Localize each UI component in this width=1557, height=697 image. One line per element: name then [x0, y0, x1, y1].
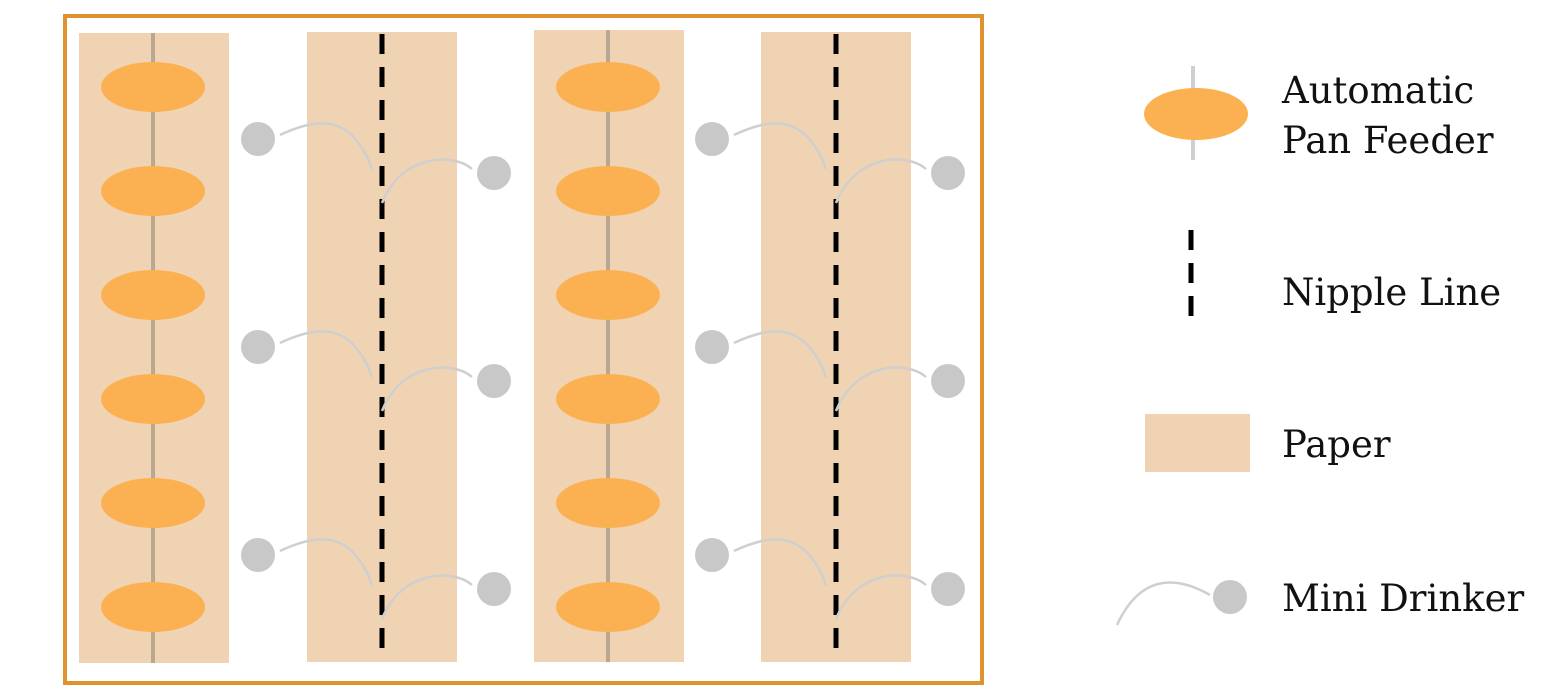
legend-item-mini-drinker: Mini Drinker [1115, 577, 1524, 626]
mini-drinker-icon [1115, 580, 1247, 626]
mini-drinker [931, 572, 965, 606]
drinker-hose [834, 574, 927, 620]
drinker-hose [834, 158, 927, 204]
mini-drinker [241, 538, 275, 572]
feeder-icon [1144, 66, 1248, 160]
mini-drinker [695, 122, 729, 156]
pan-feeder [556, 478, 660, 528]
legend-label-feeder-line2: Pan Feeder [1282, 119, 1494, 162]
mini-drinker [477, 364, 511, 398]
pan-feeder [101, 62, 205, 112]
legend-item-paper: Paper [1145, 414, 1391, 472]
pan-feeder [101, 582, 205, 632]
legend-label-paper: Paper [1282, 423, 1391, 466]
drinker-hose [834, 366, 927, 412]
drinker-hose [733, 330, 828, 378]
drinker-hose [733, 122, 828, 170]
mini-drinker [477, 156, 511, 190]
drinker-hose [380, 366, 473, 412]
pan-feeder [556, 374, 660, 424]
mini-drinker [695, 330, 729, 364]
mini-drinker [695, 538, 729, 572]
mini-drinker [241, 330, 275, 364]
pan-feeder [101, 374, 205, 424]
legend: Automatic Pan Feeder Nipple Line Paper M… [1115, 66, 1524, 626]
mini-drinker [931, 364, 965, 398]
legend-item-nipple-line: Nipple Line [1188, 230, 1501, 326]
pan-feeder [556, 62, 660, 112]
legend-label-feeder-line1: Automatic [1281, 69, 1474, 112]
legend-label-mini-drinker: Mini Drinker [1282, 577, 1524, 620]
drinker-hose [733, 538, 828, 586]
pan-feeder [556, 270, 660, 320]
drinker-hose [380, 574, 473, 620]
barn-contents [79, 30, 965, 663]
mini-drinker [241, 122, 275, 156]
mini-drinker [477, 572, 511, 606]
legend-label-nipple-line: Nipple Line [1282, 271, 1501, 314]
drinker-hose [380, 158, 473, 204]
pan-feeder [101, 270, 205, 320]
paper-swatch-icon [1145, 414, 1250, 472]
pan-feeder [101, 478, 205, 528]
legend-item-feeder: Automatic Pan Feeder [1144, 66, 1494, 162]
pan-feeder [556, 582, 660, 632]
pan-feeder [101, 166, 205, 216]
pan-feeder [556, 166, 660, 216]
drinker-hose [279, 538, 374, 586]
drinker-hose [279, 330, 374, 378]
mini-drinker [931, 156, 965, 190]
drinker-hose [279, 122, 374, 170]
legend-label-feeder: Automatic Pan Feeder [1281, 69, 1494, 162]
